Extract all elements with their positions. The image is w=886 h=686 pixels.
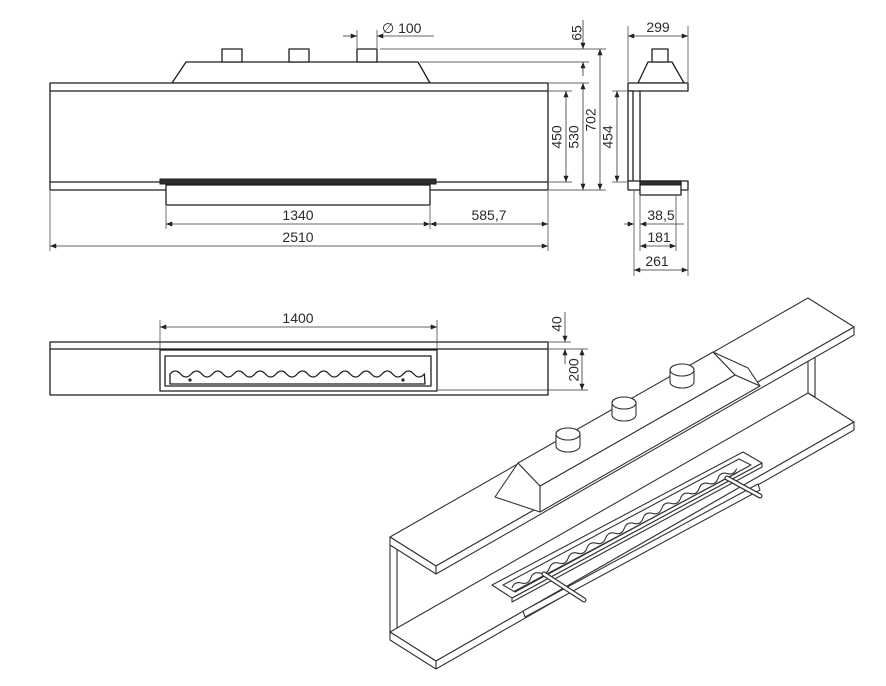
dim-585-7-label: 585,7 xyxy=(471,207,506,223)
iso-tray-slot xyxy=(502,458,752,593)
side-top-flange xyxy=(627,82,689,92)
dim-181-label: 181 xyxy=(647,229,671,245)
iso-rod-core xyxy=(542,572,586,602)
dim-299-label: 299 xyxy=(646,19,670,35)
dim-454-label: 454 xyxy=(600,125,616,149)
opening-view-dimensions: 1400 40 200 xyxy=(159,310,588,391)
burner-wave xyxy=(169,370,426,385)
iso-rod-core xyxy=(725,476,762,498)
dim-40-label: 40 xyxy=(549,316,565,332)
dim-200-label: 200 xyxy=(566,358,582,382)
burner-mount-dot xyxy=(188,378,192,382)
iso-burner-bar xyxy=(522,483,761,618)
iso-tray-rod-left xyxy=(541,571,587,603)
dim-65-label: 65 xyxy=(569,25,585,41)
flue-pipe-2 xyxy=(288,48,310,63)
side-hood xyxy=(637,61,685,84)
opening-view xyxy=(49,341,549,396)
side-flue-pipe xyxy=(651,48,669,63)
iso-flue-top xyxy=(555,427,581,441)
dim-450-label: 450 xyxy=(549,125,565,149)
burner-box xyxy=(165,184,431,206)
iso-burner-wave-line xyxy=(511,468,738,589)
flue-pipe-3 xyxy=(356,48,378,63)
firebox-front-edge xyxy=(159,178,437,185)
burner-mount-dot xyxy=(401,378,405,382)
flue-pipe-1 xyxy=(221,48,243,63)
dim-1340-label: 1340 xyxy=(282,207,313,223)
side-burner-edge xyxy=(639,180,682,186)
dim-2510-label: 2510 xyxy=(282,229,313,245)
iso-flue-top xyxy=(669,363,695,377)
dim-702-label: 702 xyxy=(583,108,599,132)
iso-burner-base-line xyxy=(513,471,739,593)
dim-530-label: 530 xyxy=(566,125,582,149)
dim-261-label: 261 xyxy=(645,253,669,269)
iso-back-wall-left-end xyxy=(389,544,398,637)
isometric-view xyxy=(389,297,855,670)
dim-38-5-label: 38,5 xyxy=(647,207,674,223)
flue-diameter-label: ∅ 100 xyxy=(382,20,422,36)
side-view-dimensions: 299 454 38,5 181 261 xyxy=(600,19,689,276)
front-view xyxy=(49,48,549,206)
iso-flue-3 xyxy=(669,363,695,389)
iso-flue-1 xyxy=(555,427,581,453)
iso-top-flange-left-end xyxy=(389,536,437,575)
iso-burner-wave xyxy=(511,468,739,593)
dim-1400-label: 1400 xyxy=(282,310,313,326)
side-view xyxy=(627,48,689,196)
front-hood xyxy=(171,61,431,84)
iso-tray-rod-right xyxy=(724,475,763,499)
side-back-plate xyxy=(627,90,634,182)
iso-flue-top xyxy=(611,396,637,410)
front-view-dimensions: ∅ 100 65 450 530 702 1340 585,7 2510 xyxy=(49,20,606,251)
iso-bottom-flange-left-end xyxy=(389,631,437,670)
iso-flue-2 xyxy=(611,396,637,422)
front-body xyxy=(49,82,549,191)
